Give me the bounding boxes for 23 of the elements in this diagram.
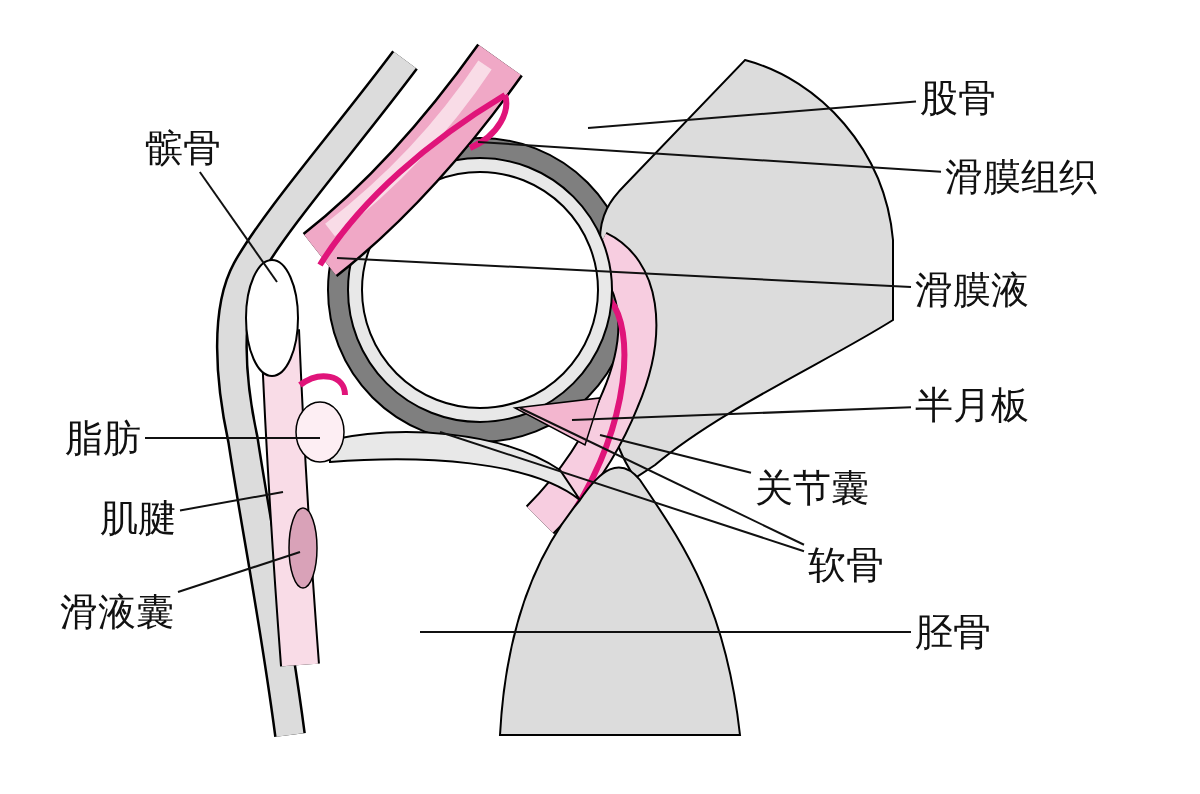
leader-line (519, 407, 805, 546)
part-label: 软骨 (808, 543, 884, 587)
leader-line (336, 257, 912, 288)
part-label: 脂肪 (65, 416, 141, 460)
part-label: 半月板 (915, 383, 1029, 427)
part-label: 滑液囊 (60, 590, 174, 634)
leader-line (198, 171, 278, 283)
leader-line (571, 406, 912, 421)
part-label: 股骨 (920, 76, 996, 120)
leader-line (477, 141, 942, 173)
leader-line (419, 631, 912, 633)
leader-line (587, 100, 917, 129)
part-label: 关节囊 (755, 466, 869, 510)
part-label: 髌骨 (145, 126, 221, 170)
leader-line (599, 434, 752, 474)
part-label: 肌腱 (100, 496, 176, 540)
part-label: 胫骨 (915, 610, 991, 654)
leader-line (177, 551, 301, 593)
part-label: 滑膜组织 (945, 155, 1097, 199)
leader-line (439, 431, 805, 553)
part-label: 滑膜液 (915, 268, 1029, 312)
leader-line (144, 437, 321, 439)
leader-line (179, 491, 284, 512)
